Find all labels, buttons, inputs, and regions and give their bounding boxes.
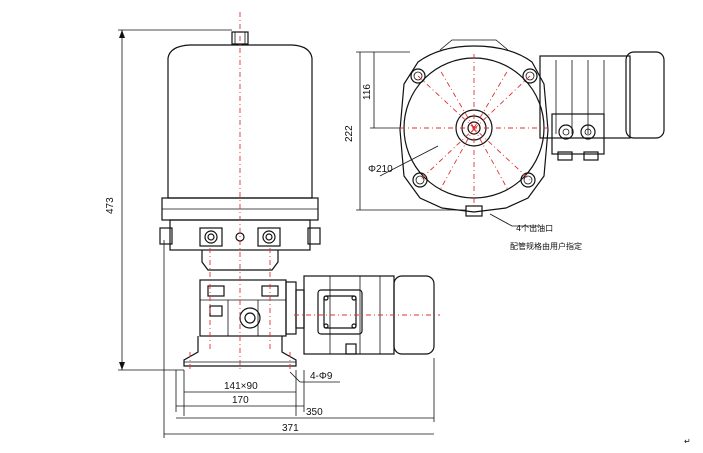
bottom-outlet	[465, 205, 483, 217]
side-motor-fan	[625, 51, 665, 139]
front-view	[159, 12, 440, 372]
base-stand	[183, 336, 297, 367]
reservoir-top	[167, 44, 313, 59]
note-user-spec: 配管规格由用户指定	[510, 241, 582, 251]
outlet-left-icon	[199, 227, 223, 247]
dim-371: 371	[282, 423, 299, 434]
front-dimensions	[118, 29, 435, 438]
dim-170: 170	[232, 395, 249, 406]
outlet-right-icon	[257, 227, 281, 247]
dim-phi210: Φ210	[368, 164, 393, 175]
housing-outline	[399, 45, 549, 213]
dim-350: 350	[306, 407, 323, 418]
side-terminal-box	[551, 113, 605, 155]
side-dimensions	[356, 51, 540, 227]
coupling	[285, 281, 297, 335]
pump-neck	[201, 250, 279, 271]
dim-473: 473	[105, 197, 116, 214]
dim-4-phi9: 4-Φ9	[310, 371, 333, 382]
gearbox	[199, 279, 287, 337]
dim-116: 116	[362, 84, 373, 100]
side-view	[399, 39, 665, 217]
dim-222: 222	[344, 125, 355, 142]
terminal-box	[317, 289, 363, 335]
dim-141x90: 141×90	[224, 381, 258, 392]
note-outlets: 4个出油口	[516, 223, 553, 233]
paragraph-mark-icon: ↵	[684, 437, 691, 446]
